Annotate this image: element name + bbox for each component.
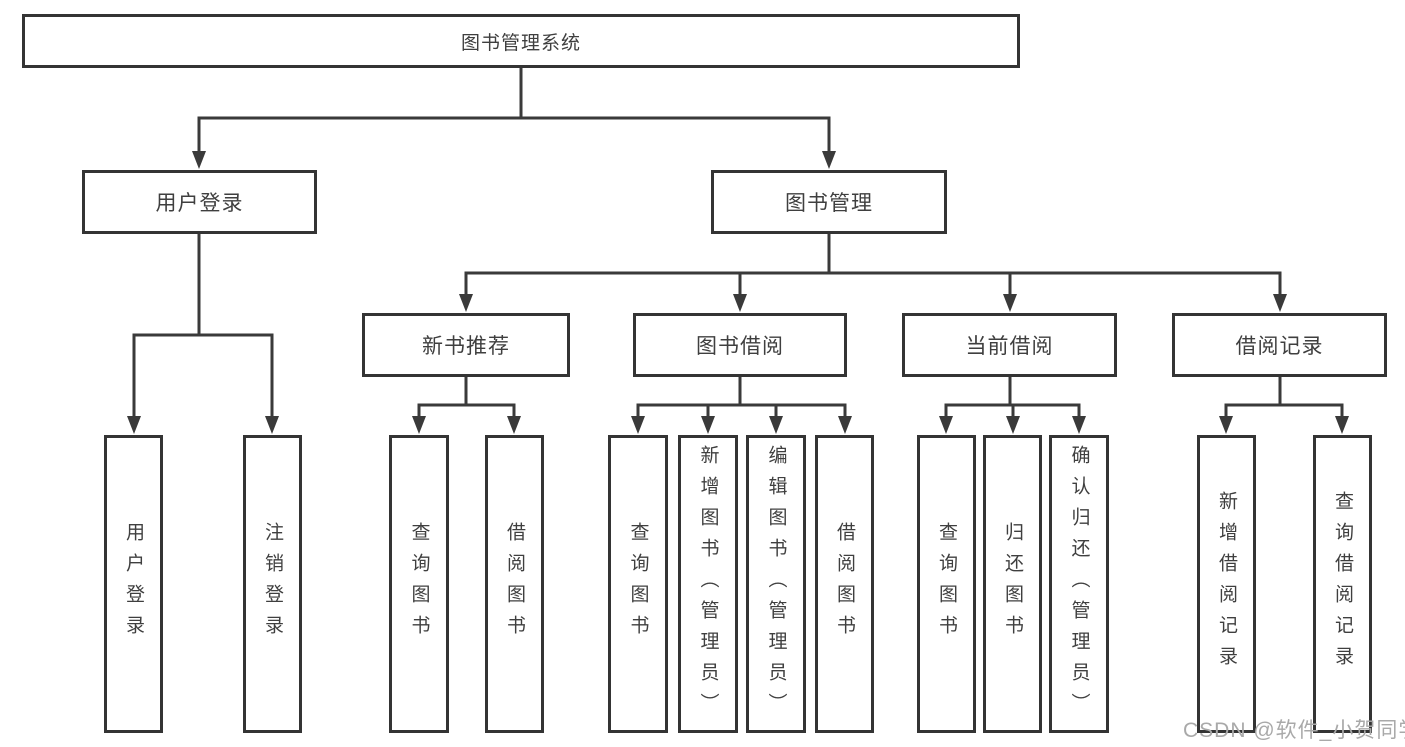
- node-current-borrowing: 当前借阅: [902, 313, 1117, 377]
- node-label: 确认归还（管理员）: [1068, 444, 1090, 724]
- leaf-borrow-books-recommend: 借阅图书: [485, 435, 544, 733]
- node-label: 图书管理系统: [460, 32, 581, 54]
- node-borrowing-records: 借阅记录: [1172, 313, 1387, 377]
- node-label: 图书借阅: [696, 335, 784, 358]
- node-label: 借阅记录: [1235, 335, 1324, 358]
- leaf-borrow-books: 借阅图书: [815, 435, 874, 733]
- leaf-query-borrow-record: 查询借阅记录: [1313, 435, 1372, 733]
- node-label: 新增图书（管理员）: [697, 444, 719, 724]
- node-label: 借阅图书: [834, 522, 855, 646]
- node-label: 图书管理: [785, 192, 873, 215]
- node-label: 编辑图书（管理员）: [765, 444, 787, 724]
- leaf-user-login: 用户登录: [104, 435, 163, 733]
- node-label: 新增借阅记录: [1216, 491, 1237, 677]
- node-label: 查询图书: [627, 522, 649, 646]
- leaf-logout: 注销登录: [243, 435, 302, 733]
- leaf-query-books-current: 查询图书: [917, 435, 976, 733]
- node-label: 当前借阅: [965, 335, 1054, 358]
- node-label: 查询图书: [408, 522, 430, 646]
- leaf-add-book-admin: 新增图书（管理员）: [678, 435, 738, 733]
- leaf-confirm-return-admin: 确认归还（管理员）: [1049, 435, 1109, 733]
- node-label: 新书推荐: [422, 335, 510, 358]
- leaf-query-books-recommend: 查询图书: [389, 435, 449, 733]
- csdn-watermark: CSDN @软件_小贺同学: [1183, 719, 1405, 742]
- node-library-system: 图书管理系统: [22, 14, 1020, 68]
- node-label: 注销登录: [262, 522, 283, 646]
- node-book-borrowing: 图书借阅: [633, 313, 847, 377]
- node-label: 用户登录: [155, 192, 244, 215]
- leaf-edit-book-admin: 编辑图书（管理员）: [746, 435, 806, 733]
- node-label: 用户登录: [123, 522, 144, 646]
- leaf-return-book: 归还图书: [983, 435, 1042, 733]
- node-new-book-recommendation: 新书推荐: [362, 313, 570, 377]
- leaf-query-books-borrowing: 查询图书: [608, 435, 668, 733]
- node-label: 归还图书: [1002, 522, 1023, 646]
- leaf-add-borrow-record: 新增借阅记录: [1197, 435, 1256, 733]
- node-label: 查询图书: [936, 522, 957, 646]
- node-user-login: 用户登录: [82, 170, 317, 234]
- node-label: 借阅图书: [504, 522, 525, 646]
- node-book-management: 图书管理: [711, 170, 947, 234]
- node-label: 查询借阅记录: [1332, 491, 1353, 677]
